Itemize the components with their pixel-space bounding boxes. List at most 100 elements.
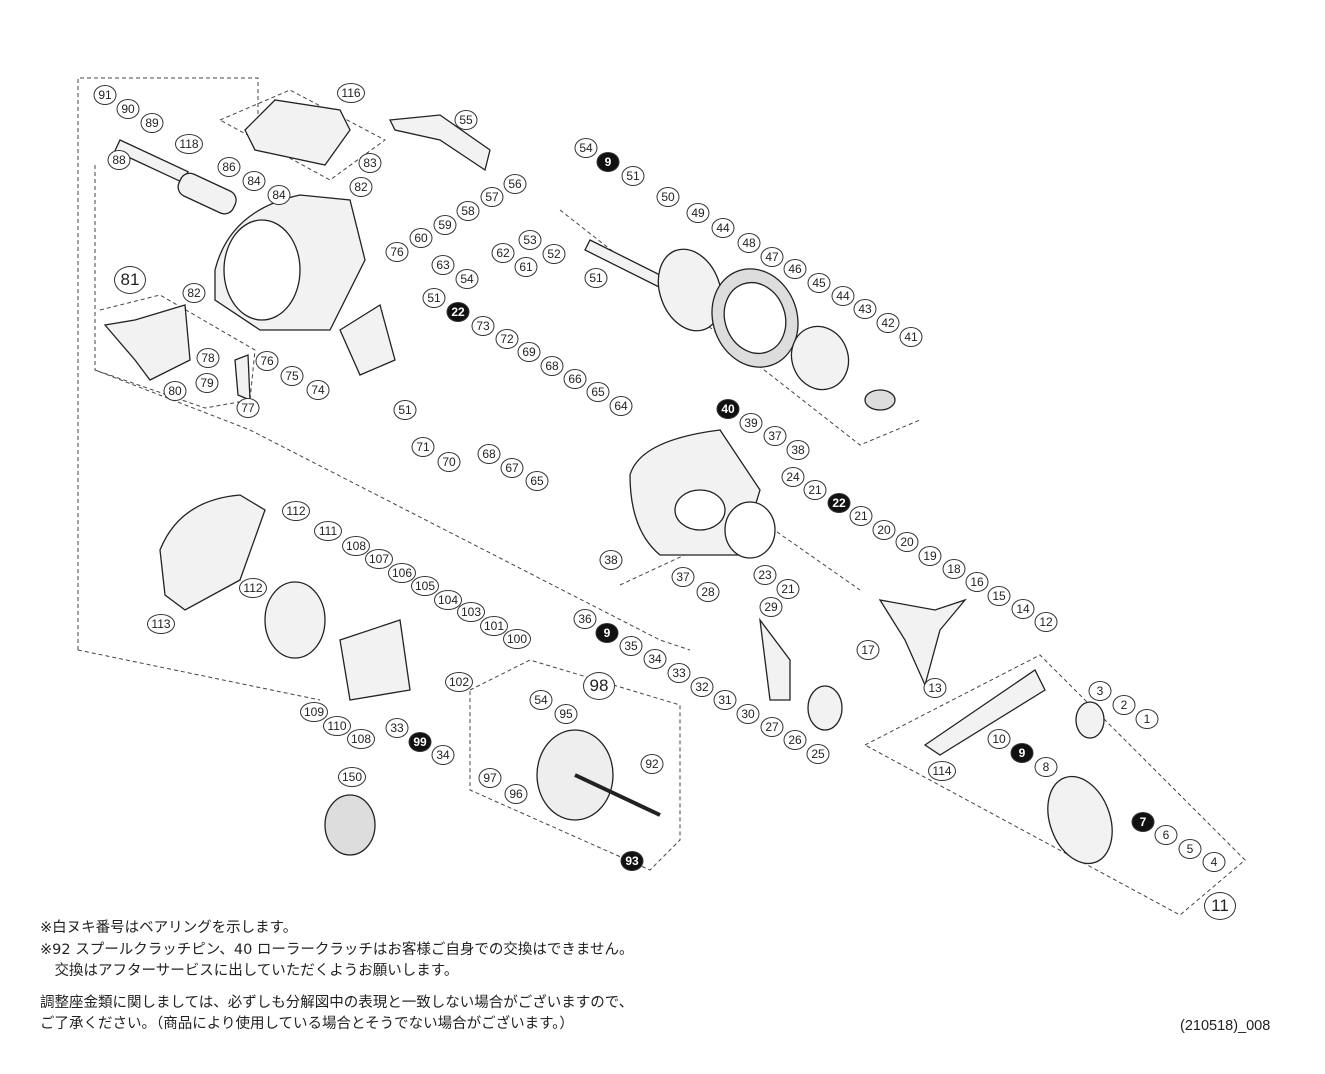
- part-label-34: 34: [643, 649, 667, 669]
- part-label-34: 34: [431, 745, 455, 765]
- part-label-65: 65: [586, 382, 610, 402]
- part-label-1: 1: [1135, 709, 1159, 729]
- part-label-38: 38: [786, 440, 810, 460]
- part-label-106: 106: [388, 563, 416, 583]
- part-label-92: 92: [640, 754, 664, 774]
- part-label-22: 22: [827, 493, 851, 513]
- part-label-86: 86: [217, 157, 241, 177]
- part-label-24: 24: [781, 467, 805, 487]
- part-label-103: 103: [457, 602, 485, 622]
- part-label-104: 104: [434, 590, 462, 610]
- part-label-82: 82: [182, 283, 206, 303]
- document-code: (210518)_008: [1180, 1018, 1271, 1034]
- parts: [103, 99, 1113, 865]
- part-label-23: 23: [753, 565, 777, 585]
- part-label-90: 90: [116, 99, 140, 119]
- part-label-70: 70: [437, 452, 461, 472]
- part-label-112: 112: [239, 578, 267, 598]
- part-label-150: 150: [338, 767, 366, 787]
- part-label-26: 26: [783, 730, 807, 750]
- part-label-21: 21: [776, 579, 800, 599]
- part-label-54: 54: [455, 269, 479, 289]
- part-label-10: 10: [987, 729, 1011, 749]
- part-label-39: 39: [739, 413, 763, 433]
- part-label-51: 51: [393, 400, 417, 420]
- side-plate-left: [339, 619, 411, 701]
- part-label-64: 64: [609, 396, 633, 416]
- notes: ※白ヌキ番号はベアリングを示します。 ※92 スプールクラッチピン、40 ローラ…: [40, 918, 633, 1036]
- part-label-14: 14: [1011, 599, 1035, 619]
- part-label-59: 59: [433, 215, 457, 235]
- part-label-116: 116: [337, 83, 365, 103]
- part-label-9: 9: [596, 152, 620, 172]
- part-label-82: 82: [349, 177, 373, 197]
- note-service: 交換はアフターサービスに出していただくようお願いします。: [40, 963, 459, 979]
- part-label-50: 50: [656, 187, 680, 207]
- handle-114: [923, 669, 1046, 756]
- part-label-110: 110: [323, 716, 351, 736]
- part-label-54: 54: [574, 138, 598, 158]
- part-label-7: 7: [1131, 812, 1155, 832]
- part-label-8: 8: [1034, 757, 1058, 777]
- part-label-42: 42: [876, 313, 900, 333]
- part-label-44: 44: [711, 218, 735, 238]
- note-clutch: ※92 スプールクラッチピン、40 ローラークラッチはお客様ご自身での交換はでき…: [40, 941, 634, 958]
- part-label-105: 105: [411, 576, 439, 596]
- part-label-118: 118: [175, 134, 203, 154]
- part-label-60: 60: [409, 228, 433, 248]
- part-label-25: 25: [806, 744, 830, 764]
- part-label-30: 30: [736, 704, 760, 724]
- part-label-37: 37: [763, 426, 787, 446]
- part-label-114: 114: [928, 761, 956, 781]
- note-bearing: ※白ヌキ番号はベアリングを示します。: [40, 920, 298, 936]
- part-label-57: 57: [480, 187, 504, 207]
- part-label-12: 12: [1034, 612, 1058, 632]
- part-label-61: 61: [514, 257, 538, 277]
- part-label-9: 9: [1010, 743, 1034, 763]
- part-label-53: 53: [518, 230, 542, 250]
- part-label-102: 102: [445, 672, 473, 692]
- part-label-55: 55: [454, 110, 478, 130]
- part-label-98: 98: [583, 672, 615, 700]
- part-label-111: 111: [314, 521, 342, 541]
- part-label-13: 13: [923, 678, 947, 698]
- part-label-107: 107: [365, 549, 393, 569]
- part-label-76: 76: [255, 351, 279, 371]
- part-label-16: 16: [965, 572, 989, 592]
- part-label-95: 95: [554, 704, 578, 724]
- part-label-52: 52: [542, 244, 566, 264]
- part-label-27: 27: [760, 717, 784, 737]
- part-label-71: 71: [411, 437, 435, 457]
- part-label-101: 101: [480, 616, 508, 636]
- left-cover-113: [159, 494, 266, 611]
- part-label-69: 69: [517, 342, 541, 362]
- part-label-49: 49: [686, 203, 710, 223]
- part-label-4: 4: [1202, 852, 1226, 872]
- part-80: [103, 304, 191, 381]
- part-label-5: 5: [1178, 839, 1202, 859]
- part-label-78: 78: [196, 348, 220, 368]
- part-label-43: 43: [853, 299, 877, 319]
- part-label-48: 48: [737, 233, 761, 253]
- part-label-15: 15: [987, 586, 1011, 606]
- part-label-11: 11: [1204, 892, 1236, 920]
- part-label-66: 66: [563, 369, 587, 389]
- part-label-46: 46: [783, 259, 807, 279]
- part-label-113: 113: [147, 614, 175, 634]
- part-label-35: 35: [619, 636, 643, 656]
- part-label-74: 74: [306, 380, 330, 400]
- star-drag: [878, 598, 967, 687]
- part-label-3: 3: [1088, 681, 1112, 701]
- part-label-84: 84: [267, 185, 291, 205]
- part-label-73: 73: [471, 316, 495, 336]
- part-label-91: 91: [93, 85, 117, 105]
- part-label-33: 33: [385, 718, 409, 738]
- arm-27: [759, 617, 791, 701]
- part-label-72: 72: [495, 329, 519, 349]
- part-label-6: 6: [1154, 825, 1178, 845]
- part-label-20: 20: [872, 520, 896, 540]
- part-label-9: 9: [595, 623, 619, 643]
- part-label-21: 21: [849, 506, 873, 526]
- part-label-2: 2: [1112, 695, 1136, 715]
- part-label-41: 41: [899, 327, 923, 347]
